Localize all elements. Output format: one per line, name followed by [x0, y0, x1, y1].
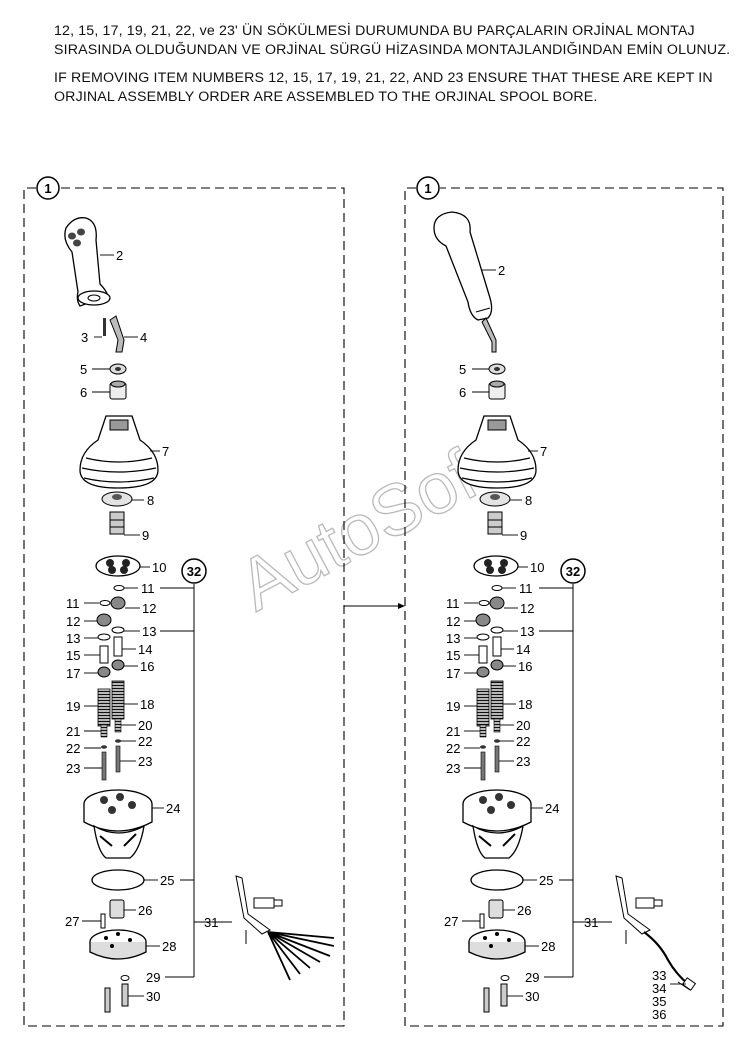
- part-label-14: 14: [138, 642, 152, 657]
- part-label-7: 7: [162, 444, 169, 459]
- part-label-12: 12: [66, 614, 80, 629]
- instruction-turkish: 12, 15, 17, 19, 21, 22, ve 23' ÜN SÖKÜLM…: [54, 23, 731, 58]
- part-label-7: 7: [540, 444, 547, 459]
- assembly-callout: 1: [44, 181, 51, 196]
- joystick-handle-tapered: [433, 211, 497, 353]
- part-label-8: 8: [525, 493, 532, 508]
- part-label-12: 12: [446, 614, 460, 629]
- part-label-31: 31: [204, 915, 218, 930]
- part-label-6: 6: [459, 385, 466, 400]
- part-label-13: 13: [520, 624, 534, 639]
- part-label-4: 4: [140, 330, 147, 345]
- part-label-8: 8: [147, 493, 154, 508]
- instruction-english: IF REMOVING ITEM NUMBERS 12, 15, 17, 19,…: [54, 70, 713, 105]
- part-label-35: 35: [652, 994, 666, 1009]
- part-label-12: 12: [520, 601, 534, 616]
- part-label-24: 24: [545, 801, 559, 816]
- part-label-29: 29: [525, 970, 539, 985]
- part-label-9: 9: [142, 528, 149, 543]
- group-callout: 32: [566, 564, 580, 579]
- part-label-25: 25: [160, 873, 174, 888]
- part-label-20: 20: [516, 718, 530, 733]
- part-label-18: 18: [140, 697, 154, 712]
- assembly-callout: 1: [424, 181, 431, 196]
- right-assembly-panel: 1: [404, 176, 724, 1027]
- part-label-12: 12: [142, 601, 156, 616]
- part-label-27: 27: [444, 914, 458, 929]
- part-label-14: 14: [516, 642, 530, 657]
- cable-harness: [235, 875, 335, 981]
- part-label-28: 28: [162, 939, 176, 954]
- transition-arrow: [344, 603, 405, 609]
- part-label-21: 21: [446, 724, 460, 739]
- part-label-13: 13: [142, 624, 156, 639]
- rubber-boot: [457, 415, 537, 489]
- part-label-26: 26: [517, 903, 531, 918]
- part-label-30: 30: [146, 989, 160, 1004]
- part-label-34: 34: [652, 981, 666, 996]
- part-label-21: 21: [66, 724, 80, 739]
- part-label-19: 19: [66, 699, 80, 714]
- part-label-22: 22: [66, 741, 80, 756]
- part-label-10: 10: [530, 560, 544, 575]
- part-label-11: 11: [66, 596, 80, 611]
- part-label-23: 23: [446, 761, 460, 776]
- part-label-27: 27: [65, 914, 79, 929]
- part-label-16: 16: [140, 659, 154, 674]
- part-label-6: 6: [80, 385, 87, 400]
- part-label-11: 11: [141, 581, 155, 596]
- assembly-callout-circle: [416, 176, 440, 200]
- part-label-28: 28: [541, 939, 555, 954]
- joystick-handle: [64, 217, 111, 307]
- part-label-15: 15: [66, 648, 80, 663]
- assembly-instructions: 12, 15, 17, 19, 21, 22, ve 23' ÜN SÖKÜLM…: [54, 22, 734, 107]
- assembly-callout-circle: [36, 176, 60, 200]
- part-label-24: 24: [166, 801, 180, 816]
- part-label-36: 36: [652, 1007, 666, 1022]
- part-label-10: 10: [152, 560, 166, 575]
- left-assembly-panel: 1: [23, 176, 345, 1027]
- part-label-20: 20: [138, 718, 152, 733]
- part-label-17: 17: [446, 666, 460, 681]
- part-label-25: 25: [539, 873, 553, 888]
- part-label-2: 2: [116, 248, 123, 263]
- part-label-17: 17: [66, 666, 80, 681]
- part-label-9: 9: [520, 528, 527, 543]
- part-label-13: 13: [446, 631, 460, 646]
- part-label-11: 11: [519, 581, 533, 596]
- part-label-5: 5: [459, 362, 466, 377]
- part-label-15: 15: [446, 648, 460, 663]
- part-label-22: 22: [138, 734, 152, 749]
- part-label-3: 3: [81, 330, 88, 345]
- part-label-22: 22: [516, 734, 530, 749]
- part-label-30: 30: [525, 989, 539, 1004]
- part-label-23: 23: [138, 754, 152, 769]
- part-label-19: 19: [446, 699, 460, 714]
- cable-harness-with-connector: [615, 875, 697, 991]
- part-label-18: 18: [518, 697, 532, 712]
- valve-body: [462, 789, 532, 859]
- part-label-31: 31: [584, 915, 598, 930]
- part-label-29: 29: [146, 970, 160, 985]
- part-label-2: 2: [498, 263, 505, 278]
- part-label-23: 23: [66, 761, 80, 776]
- rubber-boot: [79, 415, 159, 489]
- valve-body: [83, 789, 153, 859]
- part-label-5: 5: [80, 362, 87, 377]
- part-label-11: 11: [446, 596, 460, 611]
- part-label-26: 26: [138, 903, 152, 918]
- part-label-23: 23: [516, 754, 530, 769]
- part-label-13: 13: [66, 631, 80, 646]
- group-callout: 32: [187, 564, 201, 579]
- part-label-16: 16: [518, 659, 532, 674]
- part-label-33: 33: [652, 968, 666, 983]
- part-label-22: 22: [446, 741, 460, 756]
